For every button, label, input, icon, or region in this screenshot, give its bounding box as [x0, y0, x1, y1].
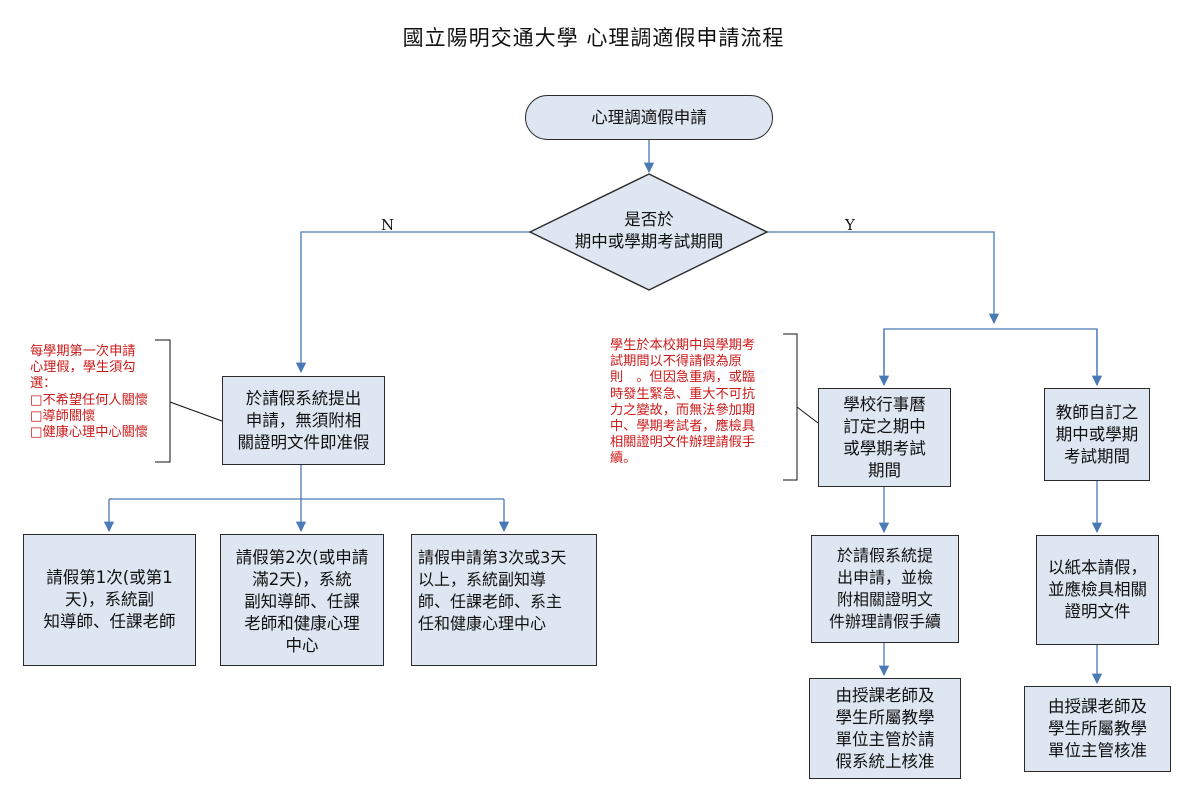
decision-text: 是否於 期中或學期考試期間: [574, 210, 724, 251]
left-note: 每學期第一次申請 心理假，學生須勾 選： □不希望任何人關懷 □導師關懷 □健康…: [30, 344, 148, 441]
start-node: 心理調適假申請: [525, 95, 773, 140]
arrow-decision-no: [295, 231, 530, 374]
left-note-connector: [169, 401, 223, 422]
no-branch-node: 於請假系統提出 申請，無須附相 關證明文件即准假: [222, 376, 385, 465]
left-note-bracket: [155, 339, 171, 463]
second-leave-node: 請假第2次(或申請 滿2天)，系統 副知導師、任課 老師和健康心理 中心: [220, 534, 384, 666]
teacher-apply-node: 以紙本請假， 並應檢具相關 證明文件: [1036, 535, 1159, 645]
right-note-connector: [796, 406, 819, 424]
school-exam-node: 學校行事曆 訂定之期中 或學期考試 期間: [818, 388, 951, 487]
no-label: N: [381, 216, 395, 234]
right-note: 學生於本校期中與學期考 試期間以不得請假為原 則 。但因急重病，或臨 時發生緊急…: [610, 338, 756, 467]
first-leave-node: 請假第1次(或第1 天)，系統副 知導師、任課老師: [23, 534, 196, 666]
decision-diamond: [528, 173, 769, 291]
yes-label: Y: [845, 216, 855, 234]
teacher-approve-node: 由授課老師及 學生所屬教學 單位主管核准: [1024, 686, 1171, 772]
arrow-decision-yes: [767, 231, 1000, 325]
arrow-yes-to-school-exam: [883, 328, 1098, 385]
teacher-exam-node: 教師自訂之 期中或學期 考試期間: [1044, 388, 1150, 481]
third-leave-node: 請假申請第3次或3天 以上，系統副知導 師、任課老師、系主 任和健康心理中心: [411, 534, 597, 666]
page-title: 國立陽明交通大學 心理調適假申請流程: [402, 26, 785, 50]
school-approve-node: 由授課老師及 學生所屬教學 單位主管於請 假系統上核准: [809, 678, 961, 779]
school-apply-node: 於請假系統提 出申請，並檢 附相關證明文 件辦理請假手續: [811, 535, 959, 643]
